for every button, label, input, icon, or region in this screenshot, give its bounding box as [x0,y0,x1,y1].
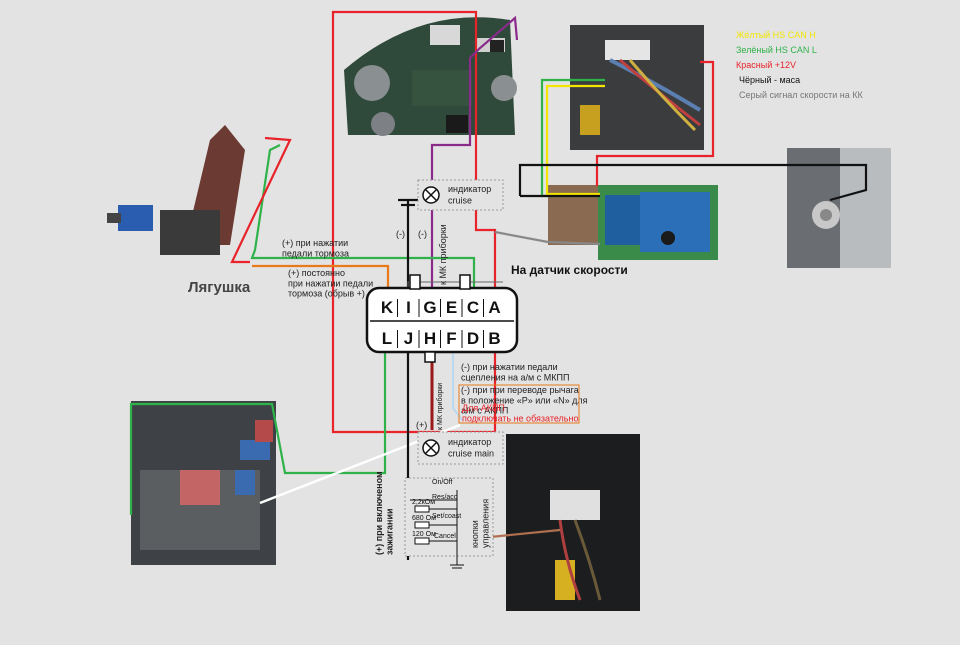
mk-dashboard-top-label: к МК приборки [438,224,448,285]
connector-pin-I: I [406,298,411,317]
btn-onoff-label: On/Off [432,479,453,486]
connector-pin-K: K [381,298,394,317]
mk-dashboard-bottom-label: к МК приборки [436,383,444,430]
legend-item: Красный +12V [736,60,796,70]
wire-green-frog [250,144,476,292]
steering-connector-photo [506,434,640,611]
connector-pin-C: C [467,298,479,317]
can-connector-photo [570,25,704,150]
dashboard-board-photo [344,17,517,136]
connector-pin-H: H [424,329,436,348]
wire-black-mass [518,163,868,202]
wire-gray-speed [494,230,601,246]
minus-label-1: (-) [396,229,405,239]
connector-pin-B: B [488,329,500,348]
akpp-frame [458,384,580,424]
legend-item: Серый сигнал скорости на КК [739,90,863,100]
legend-item: Чёрный - маса [739,75,800,85]
legend-item: Жёлтый HS CAN H [736,30,816,40]
legend-item: Зелёный HS CAN L [736,45,817,55]
wire-red-frog [230,136,292,264]
fuse-box-photo [131,401,276,565]
connector-pin-A: A [488,298,500,317]
arduino-board-photo [548,185,718,260]
steering-buttons-schematic: On/Off Res/acc Set/coast Cancel 2,2кОм 6… [404,477,494,569]
buttons-title: кнопкиуправления [470,499,490,548]
plus-label: (+) [416,420,427,430]
connector-pin-E: E [446,298,457,317]
ignition-label: (+) при включеномзажигании [374,471,394,555]
wire-purple [430,15,519,292]
connector-pin-D: D [467,329,479,348]
wire-color-legend: Жёлтый HS CAN H Зелёный HS CAN L Красный +… [736,30,863,100]
wire-green-ignition [129,352,387,515]
connector-pin-G: G [423,298,436,317]
resistor-3-label: 120 Ом [412,531,436,538]
mass-bolt-photo [787,148,891,268]
connector-pin-F: F [446,329,456,348]
btn-resacc-label: Res/acc [432,494,458,501]
frog-label: Лягушка [188,279,251,296]
btn-setcoast-label: Set/coast [432,513,461,520]
connector-pin-L: L [382,329,392,348]
connector-pin-J: J [404,329,413,348]
resistor-1-label: 2,2кОм [412,499,435,506]
btn-cancel-label: Cancel [434,533,456,540]
wire-orange [252,264,390,292]
wire-yellow-can [545,84,605,196]
brake-switch-photo [107,125,245,255]
minus-label-2: (-) [418,229,427,239]
speed-sensor-label: На датчик скорости [511,263,628,277]
resistor-2-label: 680 Ом [412,515,436,522]
